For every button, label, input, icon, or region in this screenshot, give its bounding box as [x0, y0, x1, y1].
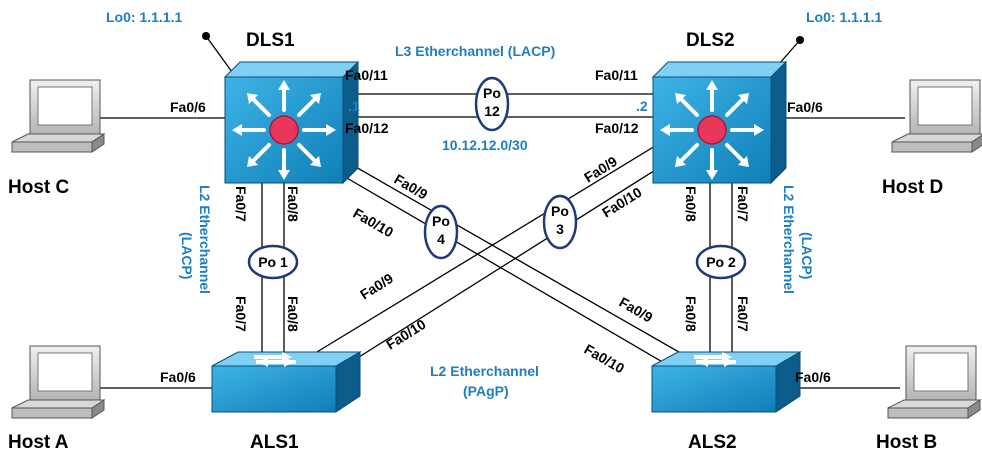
host-c-name: Host C — [8, 177, 70, 198]
po3-bubble[interactable]: Po 3 — [542, 194, 578, 250]
als2-fa09-label: Fa0/9 — [617, 294, 656, 326]
link-po4-fa09 — [339, 157, 706, 368]
dls1-fa08-label: Fa0/8 — [285, 186, 301, 222]
po3-label-line2: 3 — [556, 221, 564, 237]
als1-fa06-label: Fa0/6 — [160, 369, 196, 385]
dls2-name: DLS2 — [686, 30, 735, 51]
dls1-fa07-label: Fa0/7 — [233, 186, 249, 222]
host-a-pc-icon[interactable] — [11, 345, 106, 419]
host-a-name: Host A — [8, 432, 69, 453]
dls1-fa06-label: Fa0/6 — [170, 99, 206, 115]
loopback-pin-icon — [202, 32, 210, 40]
dls2-fa012-label: Fa0/12 — [595, 120, 639, 136]
dls2-switch-icon[interactable] — [651, 60, 788, 185]
host-c-pc-icon[interactable] — [11, 79, 106, 153]
l2-lacp-right-line1: L2 Etherchannel — [781, 185, 797, 294]
l3-subnet-label: 10.12.12.0/30 — [442, 137, 528, 153]
als2-name: ALS2 — [688, 432, 737, 453]
als2-fa010-label: Fa0/10 — [582, 341, 628, 377]
dls2-fa07-label: Fa0/7 — [735, 186, 751, 222]
po3-label-line1: Po — [551, 203, 569, 219]
router-core-icon — [269, 115, 299, 145]
dls1-name: DLS1 — [246, 30, 295, 51]
dls2-ip-label: .2 — [636, 98, 648, 114]
host-d-pc-icon[interactable] — [891, 79, 982, 153]
po2-label: Po 2 — [706, 254, 736, 270]
dls2-fa011-label: Fa0/11 — [595, 67, 638, 83]
als1-switch-icon[interactable] — [211, 351, 362, 413]
po4-label-line2: 4 — [437, 231, 445, 247]
dls2-fa08-label: Fa0/8 — [683, 186, 699, 222]
als1-fa010-label: Fa0/10 — [383, 316, 429, 353]
link-po3-fa010 — [339, 161, 669, 370]
als2-fa08-label: Fa0/8 — [683, 296, 699, 332]
host-b-name: Host B — [876, 432, 937, 453]
po1-bubble[interactable]: Po 1 — [247, 244, 299, 280]
loopback-pin-icon — [796, 36, 804, 44]
po12-label-line2: 12 — [484, 103, 500, 119]
po12-bubble[interactable]: Po 12 — [474, 76, 510, 132]
dls1-switch-icon[interactable] — [223, 60, 360, 185]
po4-label-line1: Po — [432, 213, 450, 229]
dls2-fa06-label: Fa0/6 — [787, 99, 823, 115]
host-b-pc-icon[interactable] — [887, 345, 982, 419]
dls2-fa09-label: Fa0/9 — [581, 153, 620, 186]
dls1-fa012-label: Fa0/12 — [345, 120, 389, 136]
link-po4-fa010 — [339, 173, 691, 379]
als1-name: ALS1 — [250, 432, 299, 453]
router-core-icon — [697, 115, 727, 145]
loopback-dls1: Lo0: 1.1.1.1 — [106, 9, 233, 73]
po1-label: Po 1 — [258, 254, 288, 270]
l2-lacp-left-line1: L2 Etherchannel — [197, 185, 213, 294]
host-d-name: Host D — [882, 177, 943, 198]
po4-bubble[interactable]: Po 4 — [423, 204, 459, 260]
po12-label-line1: Po — [483, 85, 501, 101]
dls1-fa010-label: Fa0/10 — [351, 205, 397, 241]
dls1-fa09-label: Fa0/9 — [392, 171, 431, 203]
als2-fa06-label: Fa0/6 — [795, 369, 831, 385]
als1-fa09-label: Fa0/9 — [357, 270, 396, 303]
loopback-label-dls1: Lo0: 1.1.1.1 — [106, 9, 182, 25]
l3-etherchannel-title: L3 Etherchannel (LACP) — [395, 43, 555, 59]
als2-fa07-label: Fa0/7 — [735, 296, 751, 332]
dls2-fa010-label: Fa0/10 — [599, 184, 645, 221]
link-po3-fa09 — [311, 142, 661, 356]
l2-pagp-line2: (PAgP) — [463, 383, 509, 399]
als1-fa08-label: Fa0/8 — [285, 296, 301, 332]
als2-switch-icon[interactable] — [651, 351, 802, 413]
po2-bubble[interactable]: Po 2 — [695, 244, 747, 280]
l2-pagp-line1: L2 Etherchannel — [430, 363, 539, 379]
loopback-label-dls2: Lo0: 1.1.1.1 — [806, 9, 882, 25]
dls1-fa011-label: Fa0/11 — [345, 67, 388, 83]
l2-lacp-left-line2: (LACP) — [179, 232, 195, 279]
loopback-dls2: Lo0: 1.1.1.1 — [771, 9, 882, 73]
dls1-ip-label: .1 — [348, 98, 360, 114]
als1-fa07-label: Fa0/7 — [233, 296, 249, 332]
l2-lacp-right-line2: (LACP) — [799, 232, 815, 279]
